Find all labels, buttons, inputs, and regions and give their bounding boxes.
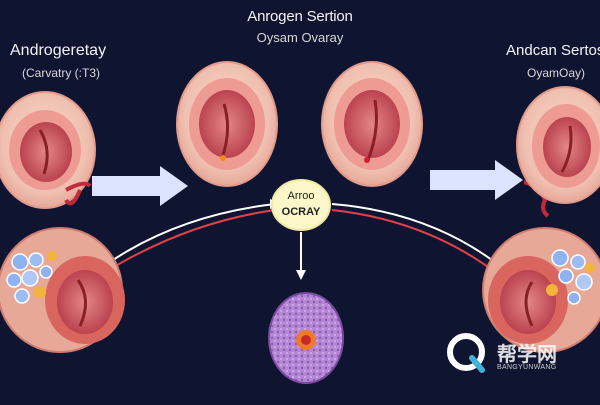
left-top-tissue — [0, 91, 96, 209]
center-badge — [271, 179, 331, 231]
left-subtitle: (Carvatry (:T3) — [22, 66, 100, 80]
left-bottom-organ — [0, 227, 125, 353]
right-block-arrow — [430, 160, 523, 200]
watermark-brand: 帮学网 — [497, 342, 557, 366]
left-title: Androgeretay — [10, 42, 107, 59]
right-bottom-organ — [482, 227, 600, 353]
down-arrow — [296, 232, 306, 280]
left-connector-vessel — [64, 181, 92, 206]
right-curved-line — [331, 203, 501, 273]
watermark-logo-icon — [447, 333, 485, 373]
left-block-arrow — [92, 166, 188, 206]
left-follicle-cluster — [6, 251, 57, 304]
right-top-tissue — [516, 86, 600, 204]
watermark-url: BANGYUNWANG — [497, 364, 557, 371]
right-title: Andcan Sertos — [506, 42, 600, 59]
follicle-cell — [268, 292, 344, 384]
center-subtitle: Oysam Ovaray — [256, 30, 344, 45]
center-title: Anrogen Sertion — [247, 8, 353, 25]
left-curved-line — [109, 199, 280, 269]
center-left-tissue — [176, 61, 278, 187]
center-right-tissue — [321, 61, 423, 187]
right-follicle-cluster — [546, 249, 595, 305]
badge-line-1: Arroo — [287, 190, 315, 202]
badge-line-2: OCRAY — [281, 206, 321, 218]
right-subtitle: OyamOay) — [527, 66, 586, 80]
